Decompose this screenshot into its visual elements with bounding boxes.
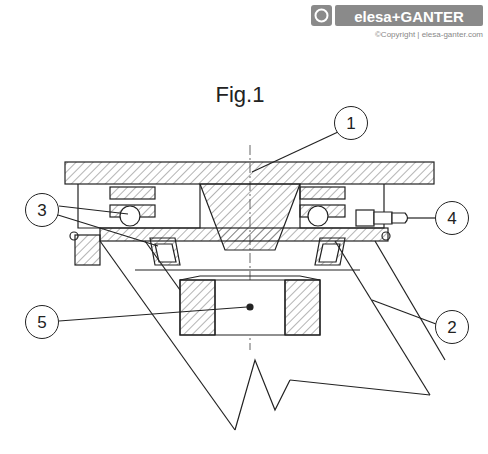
callout-number: 5 <box>37 314 46 331</box>
callout-number: 4 <box>447 210 456 227</box>
callout-circle: 2 <box>435 310 469 344</box>
callout-circle: 3 <box>25 193 59 227</box>
callout-number: 3 <box>37 202 46 219</box>
callout-number: 2 <box>447 319 456 336</box>
logo-icon <box>311 5 332 26</box>
callout-circle: 5 <box>25 305 59 339</box>
logo-text: elesa+GANTER <box>354 8 464 25</box>
callout-circle: 1 <box>334 106 368 140</box>
copyright-note: ©Copyright | elesa-ganter.com <box>375 30 483 39</box>
callout-circle: 4 <box>435 201 469 235</box>
logo-box <box>335 5 483 26</box>
figure-title: Fig.1 <box>216 82 265 108</box>
callout-number: 1 <box>346 115 355 132</box>
